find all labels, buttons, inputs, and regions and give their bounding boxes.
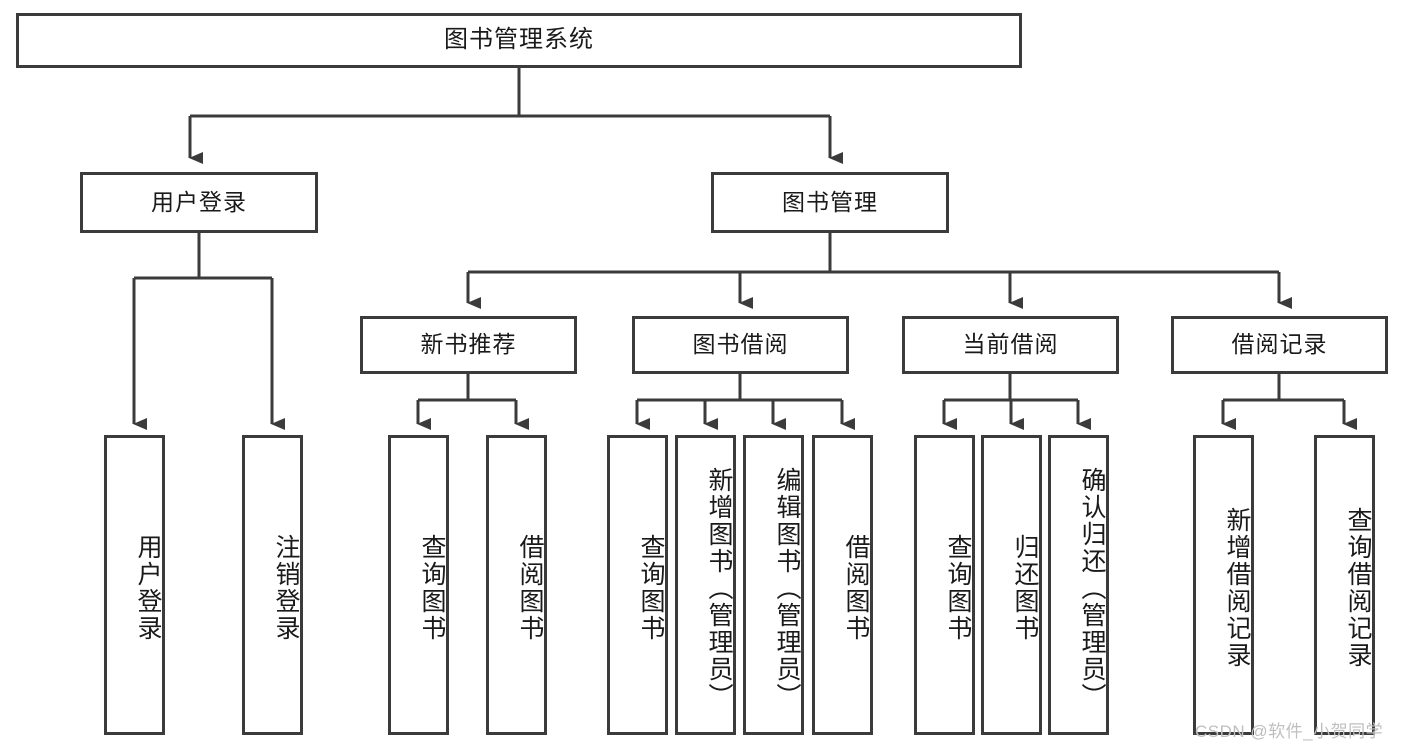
- leaf-return-book[interactable]: 归还图书: [981, 435, 1042, 735]
- node-label: 归还图书: [1011, 534, 1039, 642]
- node-label: 查询借阅记录: [1344, 507, 1372, 669]
- leaf-edit-book[interactable]: 编辑图书（管理员）: [743, 435, 804, 735]
- node-label: 新增图书（管理员）: [705, 466, 733, 710]
- leaf-borrow-book-borrow[interactable]: 借阅图书: [812, 435, 873, 735]
- node-book-borrow[interactable]: 图书借阅: [632, 316, 849, 374]
- node-label: 借阅图书: [516, 534, 544, 642]
- node-label: 新书推荐: [420, 331, 517, 358]
- node-label: 用户登录: [134, 534, 162, 642]
- node-label: 图书管理: [782, 188, 878, 215]
- node-label: 用户登录: [151, 188, 247, 215]
- watermark-text: CSDN @软件_小贺同学: [1195, 722, 1384, 741]
- node-label: 图书借阅: [692, 331, 789, 358]
- leaf-query-book-borrow[interactable]: 查询图书: [607, 435, 668, 735]
- node-root-system[interactable]: 图书管理系统: [16, 13, 1022, 68]
- node-new-book-recommend[interactable]: 新书推荐: [360, 316, 577, 374]
- node-label: 确认归还（管理员）: [1078, 466, 1106, 710]
- leaf-add-borrow-record[interactable]: 新增借阅记录: [1193, 435, 1254, 735]
- node-label: 查询图书: [637, 534, 665, 642]
- node-label: 注销登录: [272, 534, 300, 642]
- leaf-query-borrow-record[interactable]: 查询借阅记录: [1314, 435, 1375, 735]
- node-book-management[interactable]: 图书管理: [711, 172, 949, 233]
- leaf-logout-login[interactable]: 注销登录: [242, 435, 303, 735]
- leaf-user-login[interactable]: 用户登录: [104, 435, 165, 735]
- node-label: 编辑图书（管理员）: [773, 466, 801, 710]
- node-borrow-record[interactable]: 借阅记录: [1171, 316, 1388, 374]
- node-label: 当前借阅: [962, 331, 1059, 358]
- node-label: 查询图书: [944, 534, 972, 642]
- node-label: 图书管理系统: [444, 26, 594, 54]
- node-label: 新增借阅记录: [1223, 507, 1251, 669]
- leaf-borrow-book-recommend[interactable]: 借阅图书: [486, 435, 547, 735]
- node-label: 借阅记录: [1231, 331, 1328, 358]
- leaf-confirm-return[interactable]: 确认归还（管理员）: [1048, 435, 1109, 735]
- leaf-add-book[interactable]: 新增图书（管理员）: [675, 435, 736, 735]
- node-label: 查询图书: [418, 534, 446, 642]
- leaf-query-book-recommend[interactable]: 查询图书: [388, 435, 449, 735]
- leaf-query-book-current[interactable]: 查询图书: [914, 435, 975, 735]
- watermark-credit: CSDN @软件_小贺同学: [1195, 717, 1383, 742]
- node-label: 借阅图书: [842, 534, 870, 642]
- node-user-login[interactable]: 用户登录: [80, 172, 318, 233]
- node-current-borrow[interactable]: 当前借阅: [902, 316, 1119, 374]
